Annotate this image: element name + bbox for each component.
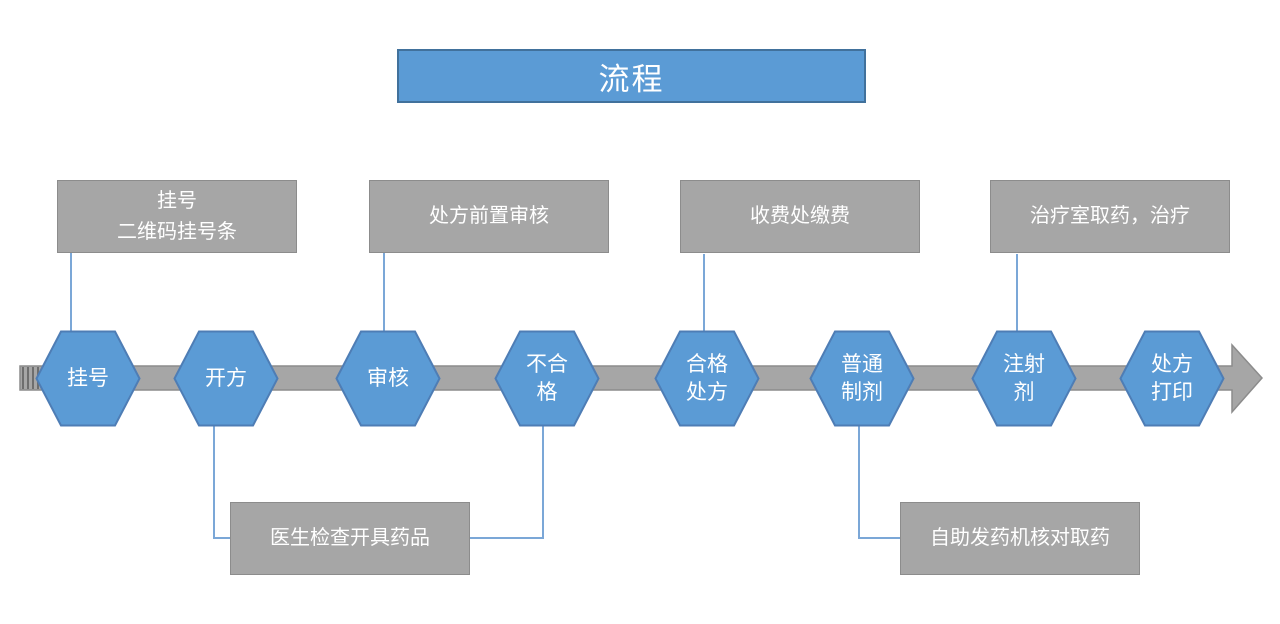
connector-line [213,378,215,538]
callout-line: 二维码挂号条 [117,220,237,243]
hex-node-label: 审核 [367,366,409,390]
callout-treatment-room: 治疗室取药，治疗 [990,180,1230,253]
callout-dispensing-machine: 自助发药机核对取药 [900,502,1140,575]
hex-node-registration: 挂号 [35,330,141,427]
callout-doctor-check: 医生检查开具药品 [230,502,470,575]
connector-line [213,537,231,539]
connector-line [858,537,901,539]
hex-node-label: 注射剂 [1003,352,1045,404]
callout-payment: 收费处缴费 [680,180,920,253]
connector-line [469,537,544,539]
hex-node-label: 不合格 [526,352,568,404]
page-title: 流程 [397,49,866,103]
callout-line: 收费处缴费 [750,205,850,227]
callout-line: 治疗室取药，治疗 [1030,205,1190,227]
hex-node-label: 挂号 [67,366,109,390]
connector-line [858,378,860,538]
connector-line [70,253,72,339]
callout-pre-review: 处方前置审核 [369,180,609,253]
hex-node-unqualified: 不合格 [494,330,600,427]
hex-node-qualified-prescription: 合格处方 [654,330,760,427]
callout-registration: 挂号 二维码挂号条 [57,180,297,253]
hex-node-review: 审核 [335,330,441,427]
hex-node-label: 合格处方 [686,352,728,404]
connector-line [1016,254,1018,339]
hex-node-label: 普通制剂 [841,352,883,404]
hex-node-regular-preparation: 普通制剂 [809,330,915,427]
hex-node-label: 开方 [205,366,247,390]
hex-node-label: 处方打印 [1151,352,1193,404]
callout-line: 处方前置审核 [429,205,549,227]
callout-line: 自助发药机核对取药 [930,527,1110,549]
callout-line: 医生检查开具药品 [270,527,430,549]
page-title-text: 流程 [598,61,665,97]
connector-line [383,253,385,339]
connector-line [542,378,544,538]
callout-line: 挂号 [157,189,197,212]
hex-node-injection: 注射剂 [971,330,1077,427]
hex-node-prescribe: 开方 [173,330,279,427]
hex-node-print-prescription: 处方打印 [1119,330,1225,427]
connector-line [703,254,705,339]
